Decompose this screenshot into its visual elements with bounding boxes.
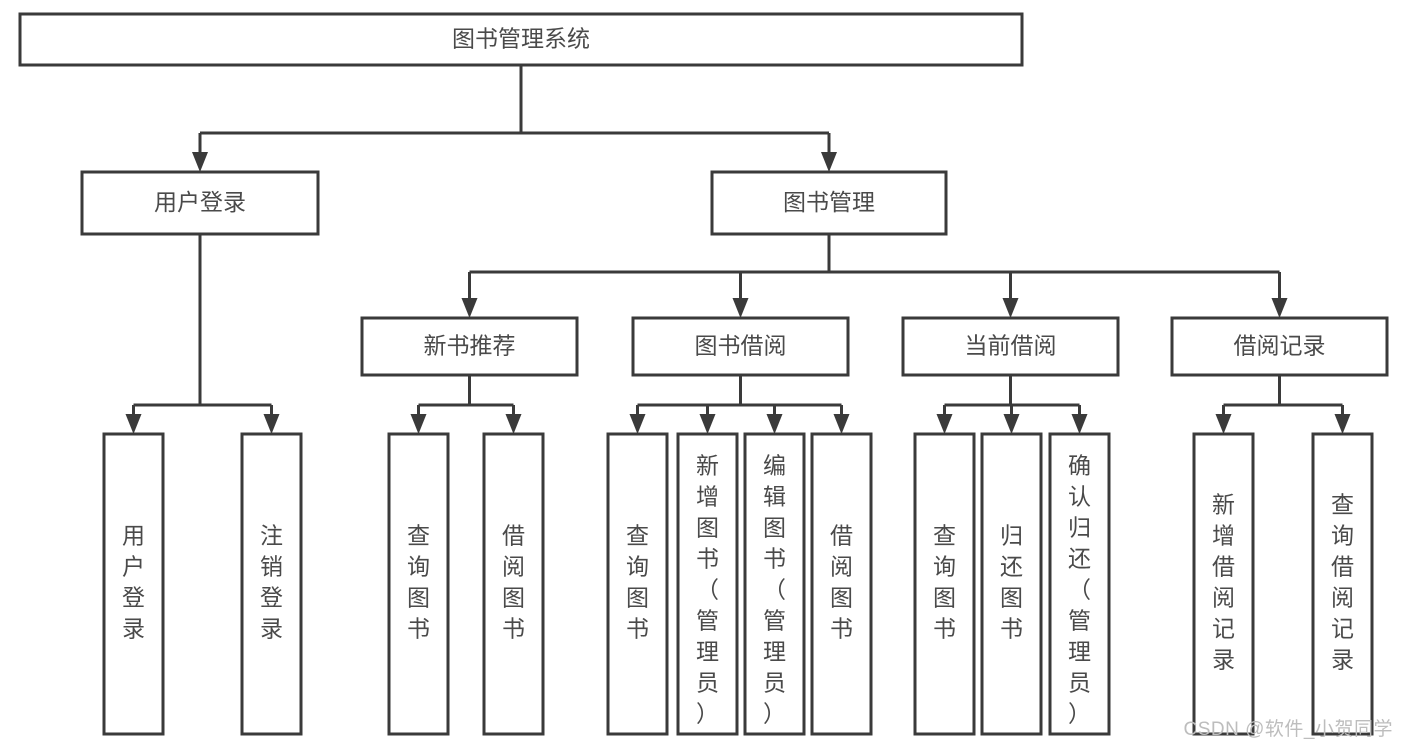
node-leaf-add-record[interactable]: 新增借阅记录 [1192, 432, 1255, 736]
node-box[interactable] [710, 170, 948, 236]
node-box[interactable] [676, 432, 739, 736]
node-box[interactable] [1048, 432, 1111, 736]
connector-group [629, 375, 850, 434]
arrow-head-icon [263, 414, 280, 434]
node-leaf-logout[interactable]: 注销登录 [240, 432, 303, 736]
node-label: 编辑图书（管理员） [763, 453, 786, 727]
arrow-head-icon [461, 298, 478, 318]
node-leaf-add-book[interactable]: 新增图书（管理员） [676, 432, 739, 736]
node-label: 借阅图书 [502, 523, 525, 642]
node-leaf-query-book-1[interactable]: 查询图书 [387, 432, 450, 736]
node-label: 借阅记录 [1234, 333, 1326, 359]
node-label: 确认归还（管理员） [1068, 453, 1091, 727]
node-leaf-query-record[interactable]: 查询借阅记录 [1311, 432, 1374, 736]
connector-group [1215, 375, 1351, 434]
node-label: 图书管理 [783, 189, 875, 215]
node-label: 查询图书 [626, 523, 649, 642]
node-new-book-recommend[interactable]: 新书推荐 [360, 316, 579, 377]
node-label: 新书推荐 [424, 333, 516, 359]
node-label: 当前借阅 [965, 333, 1057, 359]
node-box[interactable] [387, 432, 450, 736]
node-leaf-borrow-book-2[interactable]: 借阅图书 [810, 432, 873, 736]
node-leaf-borrow-book-1[interactable]: 借阅图书 [482, 432, 545, 736]
node-box[interactable] [980, 432, 1043, 736]
node-leaf-query-book-3[interactable]: 查询图书 [913, 432, 976, 736]
node-label: 查询图书 [407, 523, 430, 642]
node-borrow-record[interactable]: 借阅记录 [1170, 316, 1389, 377]
node-box[interactable] [18, 12, 1024, 67]
arrow-head-icon [1003, 414, 1020, 434]
node-box[interactable] [606, 432, 669, 736]
node-label: 查询图书 [933, 523, 956, 642]
node-box[interactable] [1311, 432, 1374, 736]
arrow-head-icon [699, 414, 716, 434]
connector-group [192, 65, 837, 172]
node-leaf-return-book[interactable]: 归还图书 [980, 432, 1043, 736]
arrow-head-icon [821, 152, 837, 172]
node-leaf-confirm-return[interactable]: 确认归还（管理员） [1048, 432, 1111, 736]
node-label: 图书借阅 [695, 333, 787, 359]
arrow-head-icon [1334, 414, 1351, 434]
arrow-head-icon [1215, 414, 1232, 434]
node-label: 注销登录 [260, 523, 283, 642]
node-box[interactable] [631, 316, 850, 377]
arrow-head-icon [766, 414, 783, 434]
connector-group [410, 375, 522, 434]
node-root[interactable]: 图书管理系统 [18, 12, 1024, 67]
node-leaf-query-book-2[interactable]: 查询图书 [606, 432, 669, 736]
node-box[interactable] [360, 316, 579, 377]
arrow-head-icon [505, 414, 522, 434]
node-box[interactable] [743, 432, 806, 736]
node-box[interactable] [901, 316, 1120, 377]
node-current-borrow[interactable]: 当前借阅 [901, 316, 1120, 377]
node-user-login[interactable]: 用户登录 [80, 170, 320, 236]
node-label: 新增图书（管理员） [696, 453, 719, 727]
connector-group [936, 375, 1088, 434]
node-box[interactable] [102, 432, 165, 736]
connector-layer [125, 65, 1351, 434]
node-box[interactable] [1170, 316, 1389, 377]
arrow-head-icon [1271, 298, 1288, 318]
arrow-head-icon [125, 414, 142, 434]
arrow-head-icon [629, 414, 646, 434]
arrow-head-icon [936, 414, 953, 434]
node-label: 借阅图书 [830, 523, 853, 642]
node-box[interactable] [80, 170, 320, 236]
arrow-head-icon [732, 298, 749, 318]
arrow-head-icon [192, 152, 208, 172]
node-label: 新增借阅记录 [1212, 492, 1235, 673]
node-label: 图书管理系统 [452, 26, 590, 52]
node-box[interactable] [1192, 432, 1255, 736]
connector-group [125, 234, 280, 434]
node-layer: 图书管理系统用户登录图书管理新书推荐图书借阅当前借阅借阅记录用户登录注销登录查询… [18, 12, 1389, 736]
node-label: 查询借阅记录 [1331, 492, 1354, 673]
node-box[interactable] [240, 432, 303, 736]
node-book-management[interactable]: 图书管理 [710, 170, 948, 236]
node-label: 归还图书 [1000, 523, 1023, 642]
node-leaf-edit-book[interactable]: 编辑图书（管理员） [743, 432, 806, 736]
node-box[interactable] [913, 432, 976, 736]
connector-group [461, 234, 1288, 318]
arrow-head-icon [1071, 414, 1088, 434]
arrow-head-icon [1002, 298, 1019, 318]
arrow-head-icon [833, 414, 850, 434]
arrow-head-icon [410, 414, 427, 434]
node-box[interactable] [482, 432, 545, 736]
node-label: 用户登录 [154, 189, 246, 215]
node-label: 用户登录 [122, 523, 145, 642]
node-leaf-user-login[interactable]: 用户登录 [102, 432, 165, 736]
node-box[interactable] [810, 432, 873, 736]
node-book-borrow[interactable]: 图书借阅 [631, 316, 850, 377]
